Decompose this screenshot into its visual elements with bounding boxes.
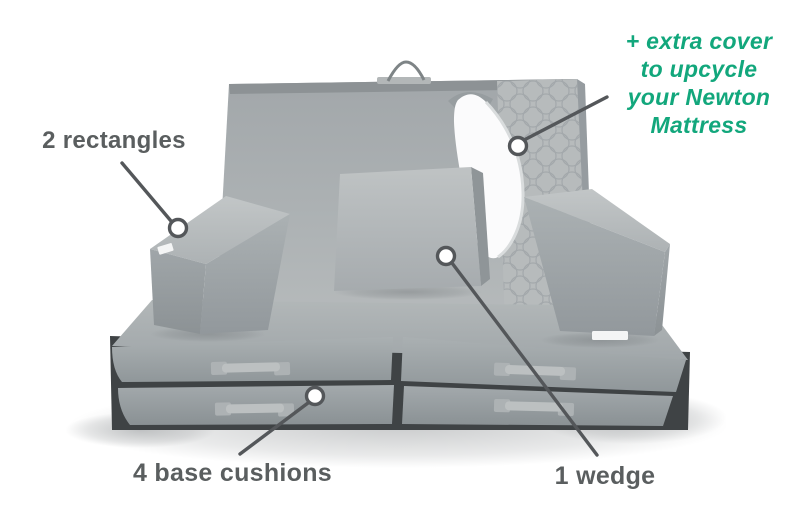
label-rectangles: 2 rectangles bbox=[42, 127, 186, 154]
leader-line-extra-cover bbox=[524, 95, 609, 141]
label-base-cushions: 4 base cushions bbox=[132, 459, 333, 487]
cushion-handle bbox=[214, 402, 295, 417]
left-box-tag bbox=[157, 243, 174, 255]
annotation-dot-rectangles bbox=[167, 217, 189, 239]
label-extra-cover-line4: Mattress bbox=[650, 112, 748, 138]
base-cushion-top-left bbox=[112, 337, 393, 382]
rectangle-cushion-right bbox=[524, 189, 670, 340]
label-extra-cover-line1: + extra cover bbox=[625, 28, 773, 54]
annotation-dot-extra-cover bbox=[507, 135, 529, 157]
rectangle-cushion-left bbox=[150, 196, 290, 334]
wedge-cushion bbox=[334, 167, 490, 291]
label-extra-cover-line2: to upcycle bbox=[640, 56, 758, 82]
leader-line-base-cushions bbox=[238, 401, 310, 456]
leader-line-rectangles bbox=[120, 161, 173, 223]
label-wedge: 1 wedge bbox=[554, 462, 656, 490]
back-panel-top-rim bbox=[229, 79, 578, 94]
annotation-overlay bbox=[120, 95, 609, 457]
carry-handle bbox=[377, 60, 431, 84]
base-cushion-top-right bbox=[401, 337, 686, 392]
right-box-tag bbox=[592, 331, 628, 340]
label-extra-cover: + extra cover to upcycle your Newton Mat… bbox=[598, 27, 800, 139]
annotation-dot-base-cushions bbox=[304, 385, 326, 407]
label-extra-cover-line3: your Newton bbox=[627, 84, 771, 110]
flap-edge-shading bbox=[484, 100, 525, 259]
annotation-dot-wedge bbox=[435, 245, 457, 267]
cushion-handle bbox=[493, 398, 575, 416]
cushion-handle bbox=[210, 361, 291, 376]
leader-line-wedge bbox=[450, 261, 599, 457]
